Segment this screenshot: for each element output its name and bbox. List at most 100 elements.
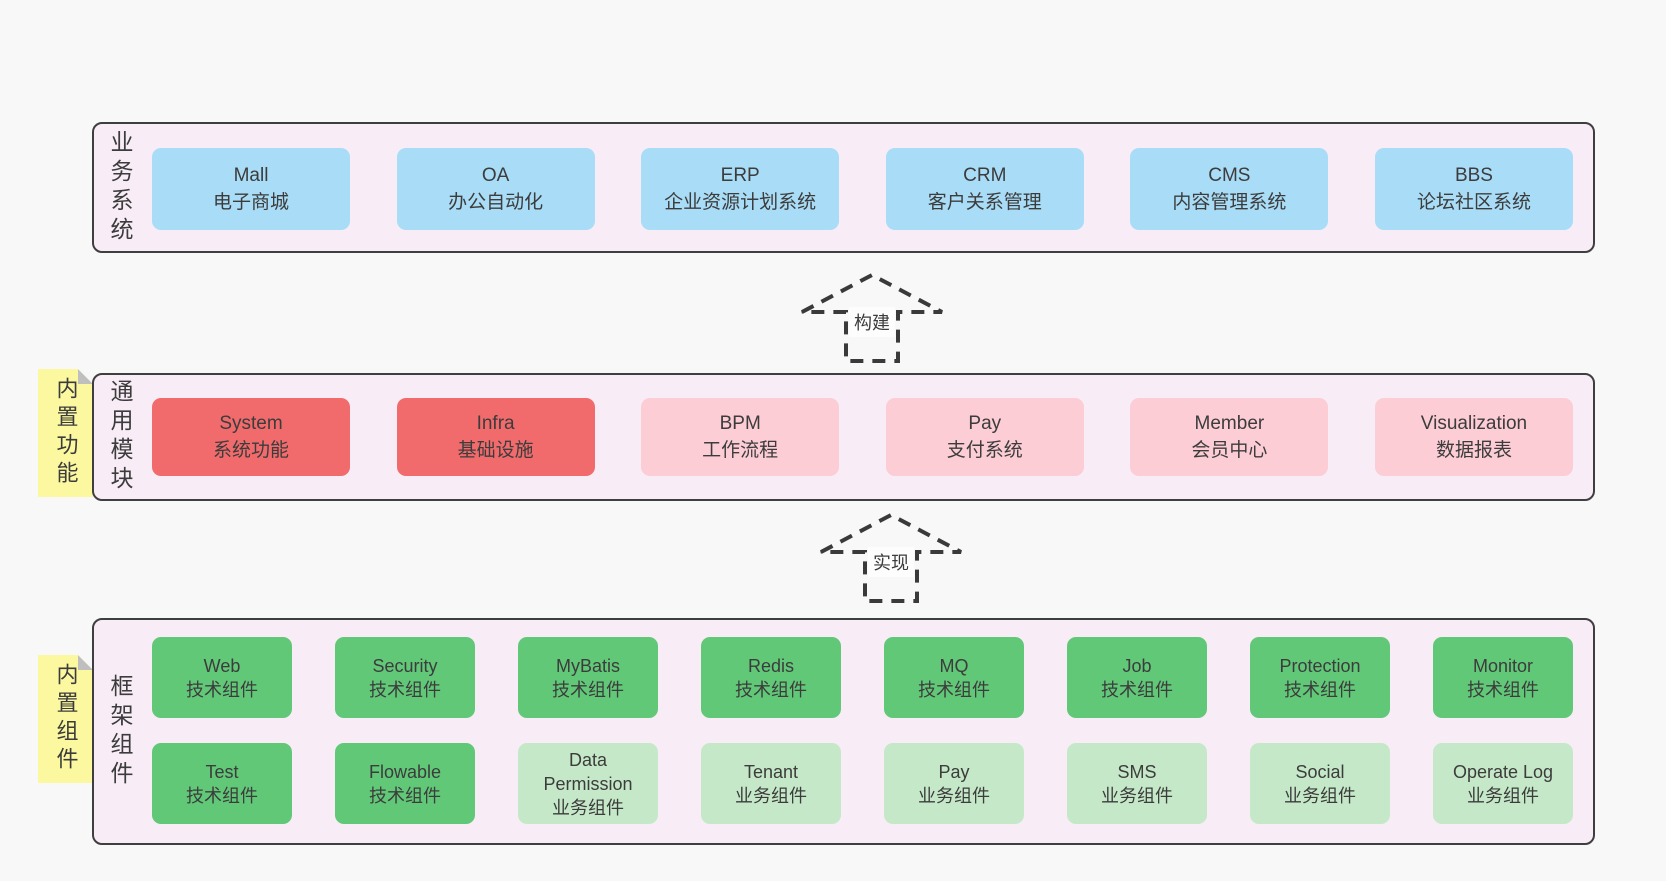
tag-built-in-components-label: 内置组件 bbox=[53, 663, 79, 775]
box-subtitle: 技术组件 bbox=[186, 679, 258, 700]
box-subtitle: 技术组件 bbox=[186, 785, 258, 806]
box-flowable: Flowable 技术组件 bbox=[335, 743, 475, 824]
box-infra: Infra 基础设施 bbox=[396, 398, 595, 476]
box-operate-log: Operate Log 业务组件 bbox=[1433, 743, 1573, 824]
modules-boxes-row: System 系统功能 Infra 基础设施 BPM 工作流程 Pay 支付系统… bbox=[152, 398, 1573, 476]
box-title: Security bbox=[372, 655, 438, 676]
framework-row-1: Web 技术组件 Security 技术组件 MyBatis 技术组件 Redi… bbox=[152, 637, 1573, 718]
box-title: Operate Log bbox=[1452, 761, 1554, 782]
box-mall: Mall 电子商城 bbox=[152, 148, 350, 230]
box-subtitle: 技术组件 bbox=[918, 679, 990, 700]
box-cms: CMS 内容管理系统 bbox=[1130, 148, 1329, 230]
box-title: Infra bbox=[476, 413, 515, 434]
box-redis: Redis 技术组件 bbox=[701, 637, 841, 718]
box-data-permission: Data Permission 业务组件 bbox=[518, 743, 658, 824]
box-mq: MQ 技术组件 bbox=[884, 637, 1024, 718]
tag-built-in-features: 内置功能 bbox=[38, 369, 93, 497]
box-system: System 系统功能 bbox=[152, 398, 350, 476]
box-title: OA bbox=[481, 165, 510, 186]
box-subtitle: 技术组件 bbox=[369, 785, 441, 806]
box-title: Job bbox=[1122, 655, 1152, 676]
box-subtitle: 业务组件 bbox=[552, 797, 624, 818]
box-subtitle: 数据报表 bbox=[1435, 440, 1512, 461]
box-title: SMS bbox=[1117, 761, 1157, 782]
box-title: Tenant bbox=[743, 761, 799, 782]
panel-business-systems: 业务系统 Mall 电子商城 OA 办公自动化 ERP 企业资源计划系统 CRM… bbox=[92, 122, 1595, 253]
up-block-arrow-icon bbox=[820, 512, 962, 603]
box-title: Visualization bbox=[1420, 413, 1528, 434]
box-tenant: Tenant 业务组件 bbox=[701, 743, 841, 824]
box-social: Social 业务组件 bbox=[1250, 743, 1390, 824]
box-title: System bbox=[219, 413, 283, 434]
box-title: Pay bbox=[938, 761, 970, 782]
box-subtitle: 技术组件 bbox=[1467, 679, 1539, 700]
box-job: Job 技术组件 bbox=[1067, 637, 1207, 718]
box-oa: OA 办公自动化 bbox=[396, 148, 595, 230]
box-member: Member 会员中心 bbox=[1130, 398, 1329, 476]
box-bbs: BBS 论坛社区系统 bbox=[1374, 148, 1573, 230]
box-subtitle: 工作流程 bbox=[702, 440, 779, 461]
box-crm: CRM 客户关系管理 bbox=[885, 148, 1084, 230]
box-protection: Protection 技术组件 bbox=[1250, 637, 1390, 718]
box-monitor: Monitor 技术组件 bbox=[1433, 637, 1573, 718]
panel-framework-components: 框架组件 Web 技术组件 Security 技术组件 MyBatis 技术组件… bbox=[92, 618, 1595, 845]
box-title: MQ bbox=[939, 655, 969, 676]
tag-built-in-features-label: 内置功能 bbox=[53, 377, 79, 489]
box-subtitle: 电子商城 bbox=[212, 192, 289, 213]
box-title: CMS bbox=[1208, 165, 1251, 186]
box-bpm: BPM 工作流程 bbox=[641, 398, 840, 476]
box-subtitle: 业务组件 bbox=[1101, 785, 1173, 806]
panel-framework-label: 框架组件 bbox=[107, 673, 133, 790]
box-title: Monitor bbox=[1472, 655, 1534, 676]
arrow-implement: 实现 bbox=[816, 510, 966, 606]
box-title: Data Permission bbox=[543, 749, 633, 794]
box-title: CRM bbox=[963, 165, 1007, 186]
panel-common-modules: 通用模块 System 系统功能 Infra 基础设施 BPM 工作流程 Pay… bbox=[92, 373, 1595, 501]
box-subtitle: 办公自动化 bbox=[448, 192, 544, 213]
box-title: Flowable bbox=[368, 761, 442, 782]
box-visualization: Visualization 数据报表 bbox=[1374, 398, 1573, 476]
box-mybatis: MyBatis 技术组件 bbox=[518, 637, 658, 718]
box-title: BPM bbox=[719, 413, 761, 434]
arrow-implement-label: 实现 bbox=[868, 547, 914, 577]
panel-business-label: 业务系统 bbox=[107, 129, 133, 246]
box-subtitle: 系统功能 bbox=[212, 440, 289, 461]
box-title: Web bbox=[203, 655, 241, 676]
box-subtitle: 会员中心 bbox=[1191, 440, 1268, 461]
box-title: Protection bbox=[1279, 655, 1361, 676]
box-subtitle: 业务组件 bbox=[1467, 785, 1539, 806]
box-subtitle: 业务组件 bbox=[735, 785, 807, 806]
business-boxes-row: Mall 电子商城 OA 办公自动化 ERP 企业资源计划系统 CRM 客户关系… bbox=[152, 148, 1573, 230]
box-title: Social bbox=[1295, 761, 1345, 782]
box-subtitle: 技术组件 bbox=[735, 679, 807, 700]
arrow-build-label: 构建 bbox=[849, 307, 895, 337]
box-sms: SMS 业务组件 bbox=[1067, 743, 1207, 824]
box-test: Test 技术组件 bbox=[152, 743, 292, 824]
box-title: Pay bbox=[968, 413, 1002, 434]
box-subtitle: 业务组件 bbox=[1284, 785, 1356, 806]
box-subtitle: 客户关系管理 bbox=[927, 192, 1042, 213]
up-block-arrow-icon bbox=[801, 272, 943, 363]
box-title: Member bbox=[1194, 413, 1265, 434]
box-title: Test bbox=[205, 761, 239, 782]
box-pay-component: Pay 业务组件 bbox=[884, 743, 1024, 824]
box-subtitle: 技术组件 bbox=[1101, 679, 1173, 700]
arrow-build: 构建 bbox=[797, 270, 947, 366]
box-title: Mall bbox=[233, 165, 269, 186]
box-title: ERP bbox=[720, 165, 760, 186]
box-subtitle: 内容管理系统 bbox=[1172, 192, 1287, 213]
box-title: Redis bbox=[747, 655, 795, 676]
box-subtitle: 业务组件 bbox=[918, 785, 990, 806]
box-subtitle: 支付系统 bbox=[946, 440, 1023, 461]
tag-built-in-components: 内置组件 bbox=[38, 655, 93, 783]
box-subtitle: 技术组件 bbox=[552, 679, 624, 700]
panel-modules-label: 通用模块 bbox=[107, 379, 133, 495]
box-title: BBS bbox=[1454, 165, 1493, 186]
box-erp: ERP 企业资源计划系统 bbox=[641, 148, 840, 230]
box-pay-module: Pay 支付系统 bbox=[885, 398, 1084, 476]
box-subtitle: 论坛社区系统 bbox=[1416, 192, 1531, 213]
box-subtitle: 基础设施 bbox=[457, 440, 534, 461]
box-title: MyBatis bbox=[555, 655, 620, 676]
framework-row-2: Test 技术组件 Flowable 技术组件 Data Permission … bbox=[152, 743, 1573, 824]
